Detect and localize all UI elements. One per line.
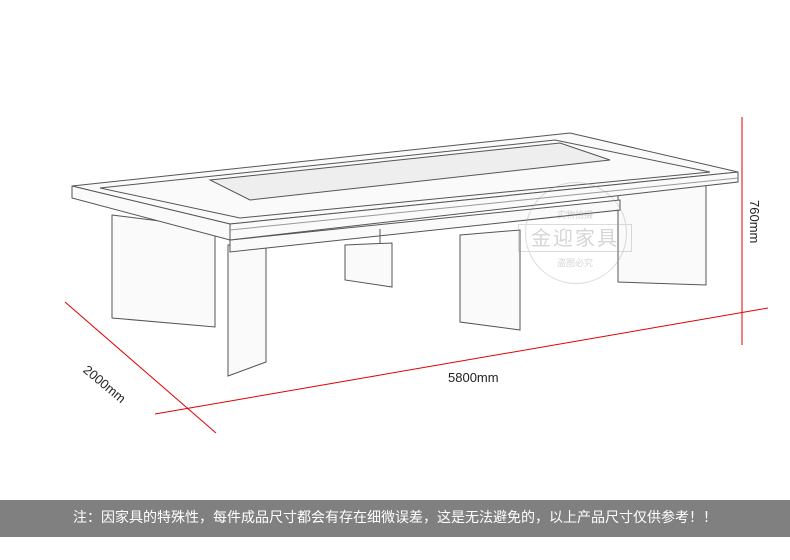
watermark: 实物拍摄 金迎家具 盗图必究 [510,182,640,288]
length-dimension-line [154,307,769,415]
table-leg [459,229,521,331]
disclaimer-banner: 注：因家具的特殊性，每件成品尺寸都会有存在细微误差，这是无法避免的，以上产品尺寸… [0,500,790,537]
table-leg [344,242,393,288]
watermark-ring [525,182,627,284]
table-top-inner [99,139,711,219]
watermark-brand: 金迎家具 [518,224,632,252]
cable-tray [208,142,611,201]
dimension-lines [64,117,769,434]
table-drawing [71,132,739,377]
watermark-top-text: 实物拍摄 [556,211,593,221]
height-label: 760mm [747,200,762,244]
length-label: 5800mm [448,370,499,385]
watermark-bottom-text: 盗图必究 [556,259,593,269]
table-leg [227,242,267,377]
depth-dimension-line [64,301,217,434]
